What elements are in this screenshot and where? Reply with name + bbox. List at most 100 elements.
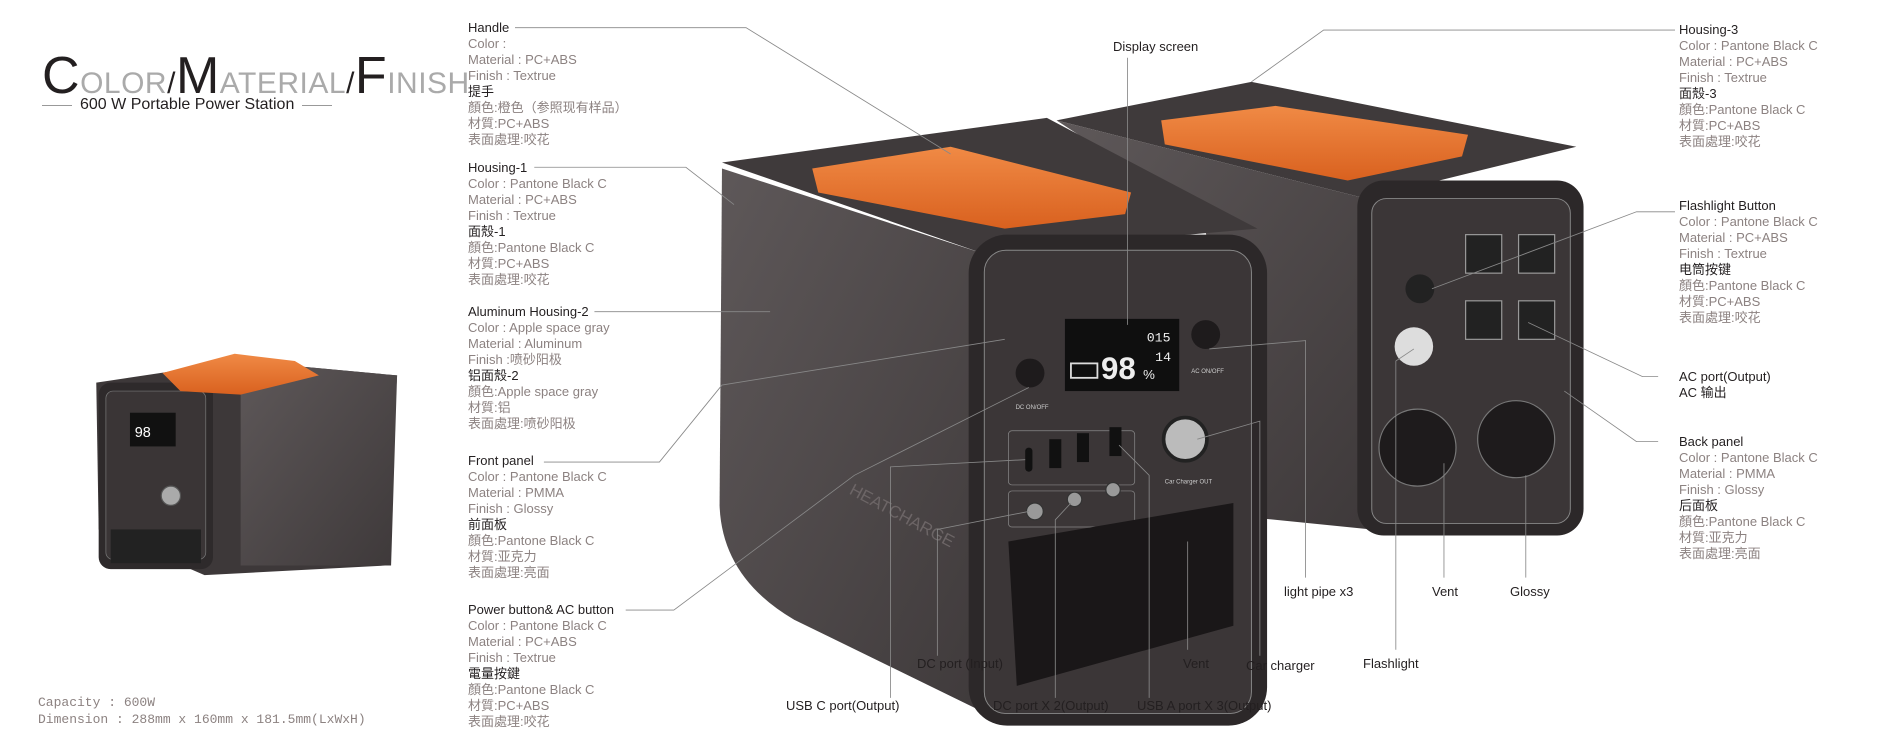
part-cn-finish: 表面處理:咬花 [1679,310,1761,325]
callout-vent-back: Vent [1432,584,1459,599]
part-cn-name: 前面板 [468,517,508,532]
part-cn-color: 顏色:Pantone Black C [1679,514,1806,529]
capacity-text: Capacity : 600W [38,695,156,710]
part-color: Color : Pantone Black C [468,176,607,191]
svg-text:DC ON/OFF: DC ON/OFF [1016,405,1049,411]
part-color: Color : Pantone Black C [468,469,607,484]
leader-lines [515,27,1675,698]
part-material: Material : PC+ABS [468,634,577,649]
part-material: Material : PC+ABS [1679,230,1788,245]
part-cn-material: 材質:亚克力 [1679,530,1748,545]
part-cn-name: 面殼-3 [1679,86,1717,101]
callout-display-screen: Display screen [1113,39,1199,54]
page-title: COLOR/MATERIAL/FINISH [42,46,470,106]
part-cn-name: 铝面殼-2 [468,368,519,383]
part-name: Housing-3 [1679,22,1739,37]
part-material: Material : PC+ABS [468,192,577,207]
part-color: Color : Pantone Black C [1679,38,1818,53]
part-cn-material: 材質:PC+ABS [468,256,550,271]
part-cn-material: 材質:PC+ABS [468,698,550,713]
svg-text:Car Charger OUT: Car Charger OUT [1165,480,1213,486]
thumbnail-product: 98 [96,353,398,576]
part-material: Material : Aluminum [468,336,583,351]
callout-dc-output: DC port X 2(Output) [993,698,1109,713]
part-cn-name: 电筒按键 [1679,262,1732,277]
part-cn-finish: 表面處理:咬花 [468,714,550,729]
part-material: Material : PMMA [468,485,565,500]
part-color: Color : Pantone Black C [1679,214,1818,229]
part-finish: Finish : Glossy [1679,482,1765,497]
callout-glossy: Glossy [1510,584,1550,599]
dimension-text: Dimension : 288mm x 160mm x 181.5mm(LxWx… [38,712,366,727]
part-name: Handle [468,20,510,35]
part-material: Material : PC+ABS [468,52,577,67]
part-finish: Finish : Textrue [1679,70,1767,85]
part-name: Aluminum Housing-2 [468,304,589,319]
part-finish: Finish : Textrue [468,68,556,83]
part-color: Color : [468,36,507,51]
svg-text:98: 98 [135,425,151,441]
part-color: Color : Pantone Black C [1679,450,1818,465]
title-letter-c: C [42,47,81,105]
part-material: Material : PC+ABS [1679,54,1788,69]
part-cn-color: 顏色:Pantone Black C [1679,278,1806,293]
part-material: Material : PMMA [1679,466,1776,481]
part-cn-material: 材質:铝 [468,400,511,415]
title-letter-f: F [354,47,388,105]
part-finish: Finish : Textrue [468,650,556,665]
part-cn-name: 電量按鍵 [468,666,521,681]
callout-usb-a: USB A port X 3(Output) [1137,698,1272,713]
part-cn-finish: 表面處理:亮面 [468,565,550,580]
callout-light-pipe: light pipe x3 [1284,584,1354,599]
part-cn-material: 材質:PC+ABS [1679,118,1761,133]
part-name: Front panel [468,453,534,468]
part-cn-name: 后面板 [1679,498,1719,513]
page-subtitle: 600 W Portable Power Station [42,96,333,114]
part-name: Back panel [1679,434,1744,449]
part-cn-finish: 表面處理:亮面 [1679,546,1761,561]
part-cn-color: 顏色:Pantone Black C [468,240,595,255]
part-cn-name: 面殼-1 [468,224,506,239]
callout-car-charger: Car charger [1246,658,1315,673]
spec-block: Capacity : 600W Dimension : 288mm x 160m… [38,694,366,728]
part-cn-finish: 表面處理:咬花 [1679,134,1761,149]
ac-port-label: AC port(Output) [1679,369,1771,384]
svg-text:015: 015 [1147,331,1171,346]
svg-text:14: 14 [1155,350,1171,365]
ac-port-callout: AC port(Output) AC 输出 [1679,369,1771,401]
divider [42,104,72,106]
part-finish: Finish : Textrue [1679,246,1767,261]
front-view-product: 98 % 015 14 DC ON/OFF AC ON/OFF Car Char… [719,117,1268,726]
callout-dc-input: DC port (Input) [917,656,1003,671]
part-finish: Finish :喷砂阳极 [468,352,562,367]
title-inish: INISH [387,67,470,100]
part-finish: Finish : Glossy [468,501,554,516]
part-cn-material: 材質:PC+ABS [468,116,550,131]
part-finish: Finish : Textrue [468,208,556,223]
part-color: Color : Apple space gray [468,320,610,335]
part-cn-color: 顏色:Pantone Black C [468,682,595,697]
title-slash: / [167,67,176,100]
subtitle-text: 600 W Portable Power Station [80,96,295,113]
part-cn-color: 顏色:Apple space gray [468,384,599,399]
callout-usb-c: USB C port(Output) [786,698,900,713]
part-cn-name: 提手 [468,84,495,99]
title-letter-m: M [175,47,220,105]
svg-text:%: % [1143,367,1155,382]
callout-flashlight: Flashlight [1363,656,1419,671]
part-cn-material: 材質:亚克力 [468,549,537,564]
svg-text:AC ON/OFF: AC ON/OFF [1191,369,1224,375]
divider [302,104,333,106]
part-name: Power button& AC button [468,602,614,617]
part-name: Housing-1 [468,160,528,175]
title-olor: OLOR [80,67,168,100]
